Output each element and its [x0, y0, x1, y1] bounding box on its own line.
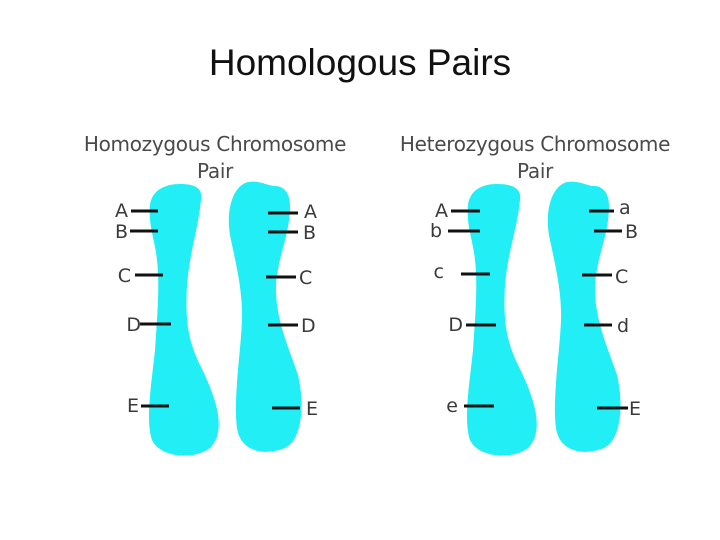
- heterozygous-left-chromosome: [467, 184, 537, 456]
- heterozygous-right-allele-2: B: [625, 221, 638, 243]
- homozygous-pair: A B C D E A B C D E: [115, 182, 318, 456]
- homozygous-left-allele-4: D: [126, 314, 141, 336]
- heterozygous-left-allele-2: b: [430, 220, 442, 242]
- homozygous-right-allele-5: E: [306, 398, 318, 420]
- homozygous-right-allele-4: D: [301, 315, 316, 337]
- homozygous-left-chromosome: [149, 184, 219, 456]
- heterozygous-left-allele-3: c: [434, 261, 444, 283]
- homozygous-right-allele-2: B: [303, 222, 316, 244]
- heterozygous-right-allele-3: C: [615, 266, 628, 288]
- heterozygous-right-allele-5: E: [629, 398, 641, 420]
- heterozygous-left-allele-1: A: [435, 200, 448, 222]
- homozygous-left-allele-2: B: [115, 221, 128, 243]
- heterozygous-pair: A b c D e a B C d E: [430, 182, 641, 456]
- homozygous-right-allele-1: A: [304, 201, 317, 223]
- heterozygous-right-allele-4: d: [617, 315, 629, 337]
- heterozygous-right-allele-1: a: [619, 197, 631, 219]
- homozygous-left-allele-3: C: [118, 265, 131, 287]
- homozygous-right-allele-3: C: [299, 267, 312, 289]
- homozygous-left-allele-1: A: [115, 200, 128, 222]
- homozygous-right-chromosome: [229, 182, 302, 452]
- heterozygous-right-chromosome: [548, 182, 621, 452]
- homozygous-left-allele-5: E: [127, 395, 139, 417]
- heterozygous-left-allele-5: e: [446, 395, 458, 417]
- heterozygous-left-allele-4: D: [448, 314, 463, 336]
